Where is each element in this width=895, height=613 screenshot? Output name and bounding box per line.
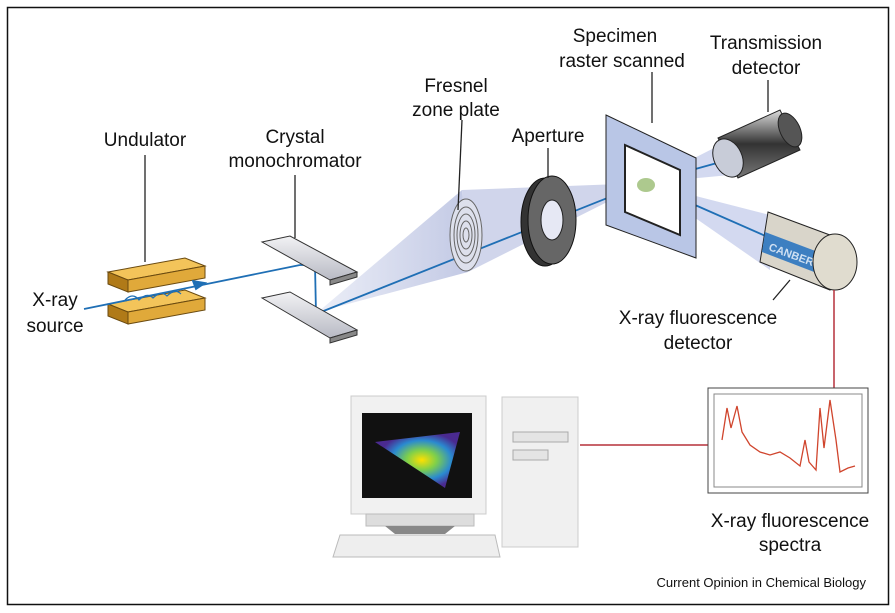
xrf-detector-leader bbox=[772, 279, 791, 301]
frame-border bbox=[6, 6, 890, 606]
label-xrf-spectra-2: spectra bbox=[759, 535, 822, 556]
label-specimen: Specimen bbox=[573, 26, 658, 47]
label-fresnel: Fresnel bbox=[424, 76, 487, 97]
cell-image bbox=[375, 432, 460, 488]
label-zone-plate: zone plate bbox=[412, 100, 500, 121]
spectra-panel bbox=[707, 387, 869, 494]
label-undulator: Undulator bbox=[104, 130, 187, 151]
label-xray-source-2: source bbox=[26, 316, 83, 337]
fresnel-zone-plate bbox=[449, 198, 483, 272]
label-crystal: Crystal bbox=[265, 127, 324, 148]
label-monochromator: monochromator bbox=[228, 151, 362, 172]
label-aperture: Aperture bbox=[512, 126, 585, 147]
undulator bbox=[106, 257, 207, 325]
aperture bbox=[520, 175, 577, 267]
transmission-detector bbox=[712, 109, 803, 179]
keyboard bbox=[332, 534, 501, 558]
specimen-frame bbox=[605, 114, 697, 259]
fresnel-leader bbox=[457, 119, 463, 211]
tower bbox=[501, 396, 579, 548]
label-xray-source: X-ray bbox=[32, 290, 78, 311]
label-transmission: Transmission bbox=[710, 33, 822, 54]
label-raster-scanned: raster scanned bbox=[559, 51, 685, 72]
specimen-sample bbox=[637, 178, 655, 192]
label-transmission-detector: detector bbox=[732, 58, 801, 79]
credit-text: Current Opinion in Chemical Biology bbox=[656, 575, 866, 590]
crystal-monochromator bbox=[260, 235, 359, 344]
label-xrf-spectra: X-ray fluorescence bbox=[711, 511, 869, 532]
computer bbox=[332, 395, 579, 558]
label-xrf-detector: X-ray fluorescence bbox=[619, 308, 777, 329]
spectrum-trace bbox=[721, 399, 856, 473]
focusing-cone bbox=[318, 190, 468, 312]
xrf-detector: CANBERRA bbox=[759, 211, 858, 291]
label-xrf-detector-2: detector bbox=[664, 333, 733, 354]
